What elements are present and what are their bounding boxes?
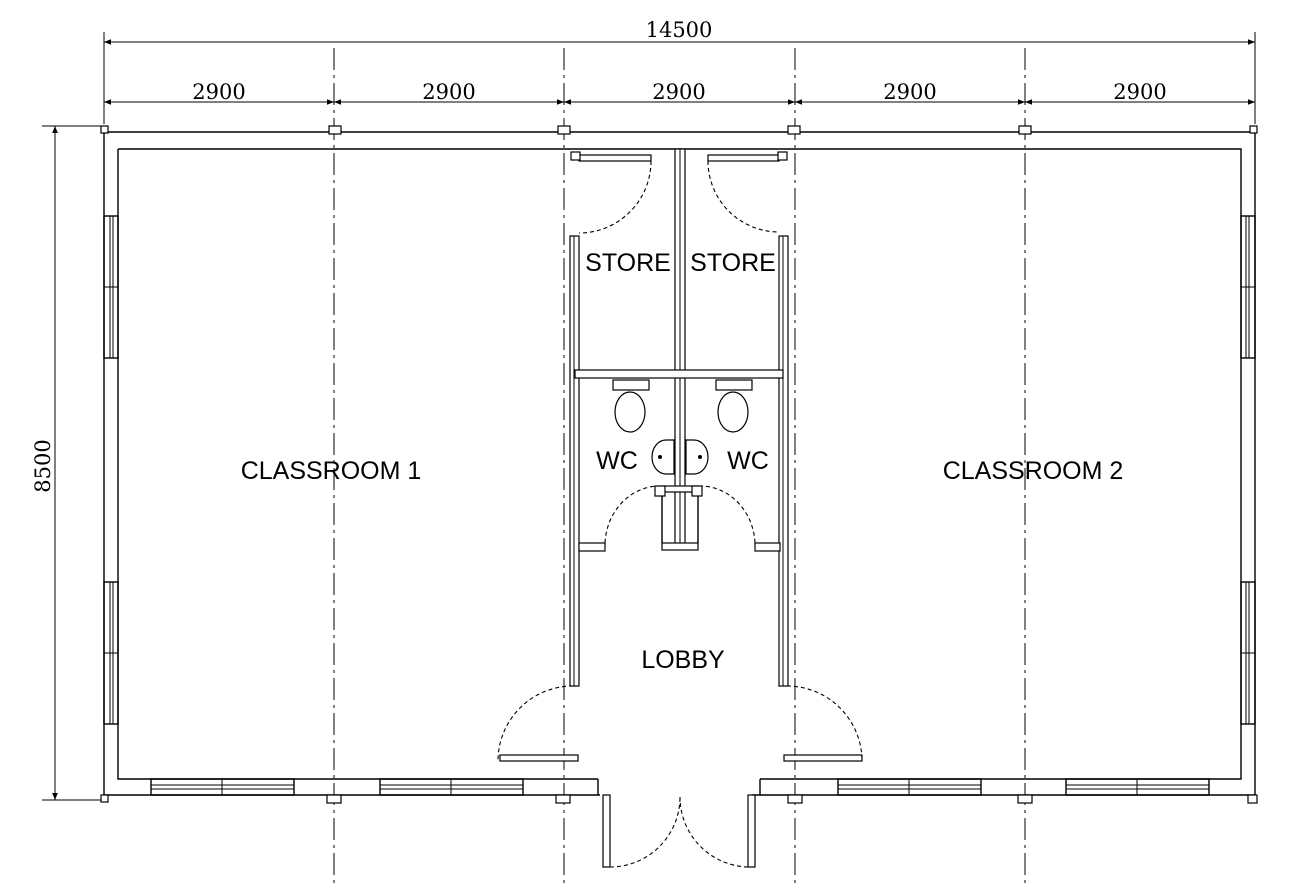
partitions (569, 148, 789, 687)
overall-depth-label: 8500 (31, 439, 55, 492)
lobby-label: LOBBY (641, 646, 725, 674)
store-left-label: STORE (585, 249, 671, 277)
bay-5-label: 2900 (1113, 80, 1166, 104)
basin-right-icon (685, 439, 709, 475)
windows (103, 215, 1256, 796)
classroom-1-label: CLASSROOM 1 (241, 457, 422, 485)
doors (497, 151, 863, 868)
dimension-lines (42, 32, 1256, 801)
toilet-left-icon (612, 379, 650, 433)
classroom-2-label: CLASSROOM 2 (943, 457, 1124, 485)
bay-1-label: 2900 (192, 80, 245, 104)
bay-4-label: 2900 (883, 80, 936, 104)
basin-left-icon (651, 439, 675, 475)
bay-3-label: 2900 (652, 80, 705, 104)
toilet-right-icon (715, 379, 753, 433)
bay-2-label: 2900 (422, 80, 475, 104)
wc-right-label: WC (727, 447, 769, 475)
wc-left-label: WC (596, 447, 638, 475)
store-right-label: STORE (690, 249, 776, 277)
overall-width-label: 14500 (646, 18, 713, 42)
